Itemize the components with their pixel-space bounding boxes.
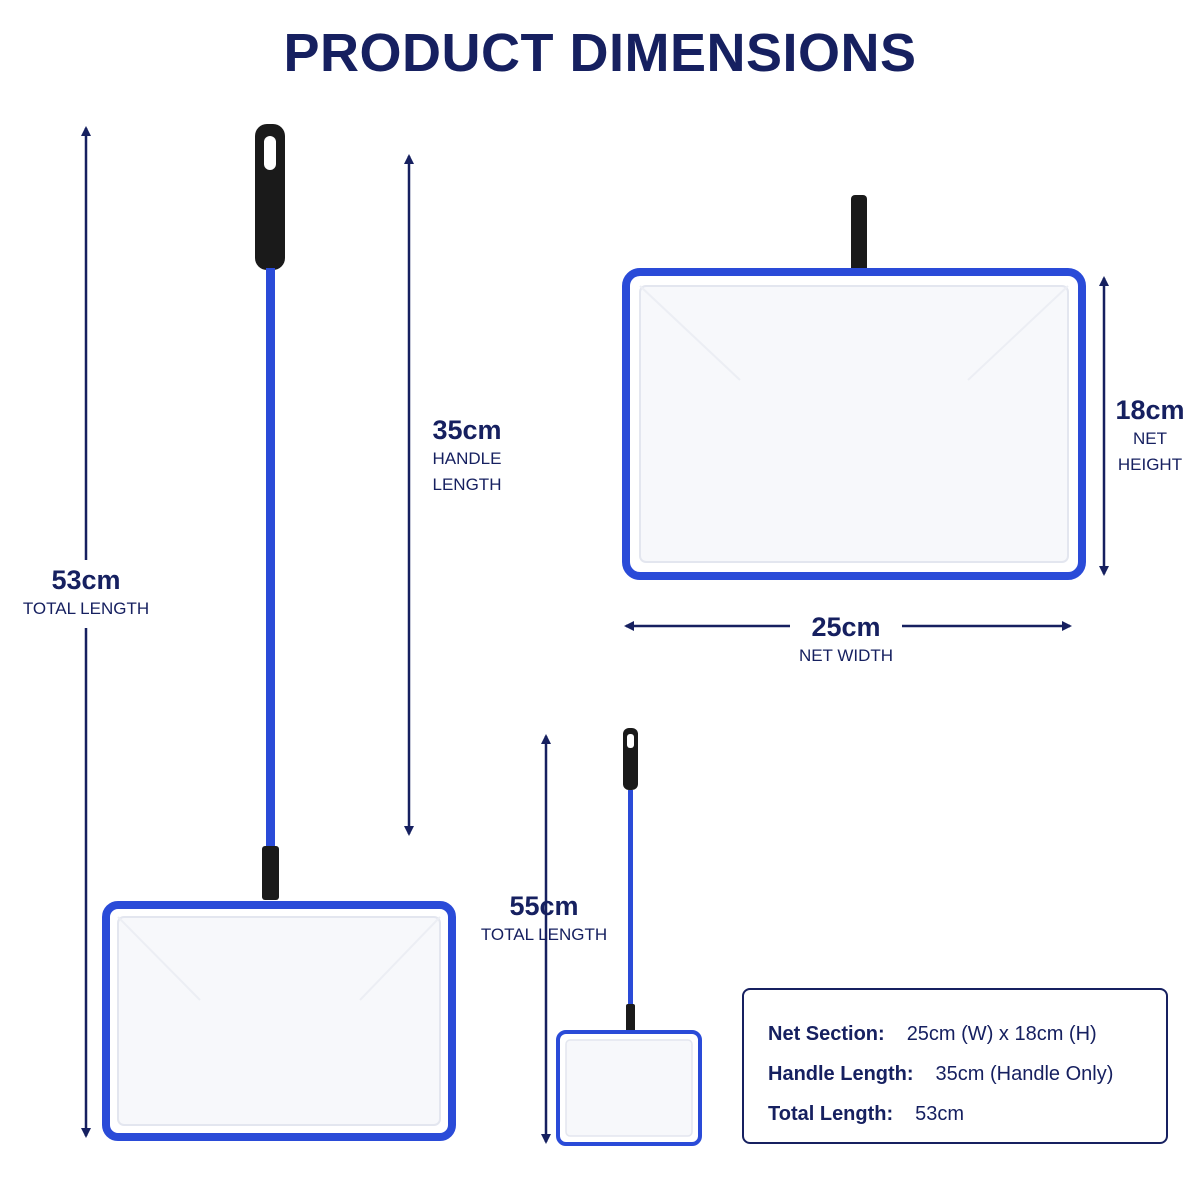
net-height-label-line1: NET xyxy=(1133,429,1167,448)
spec-net-section-key: Net Section: xyxy=(768,1023,885,1045)
spec-handle-length-value: 35cm (Handle Only) xyxy=(935,1063,1114,1085)
total-length-main-value: 53cm xyxy=(51,565,121,595)
handle-length-label-line1: HANDLE xyxy=(432,449,502,468)
net-small-vertical xyxy=(556,728,702,1146)
net-horizontal xyxy=(622,195,1086,580)
net-large-mesh xyxy=(117,916,441,1126)
spec-row-total-length: Total Length: 53cm xyxy=(768,1094,1166,1134)
dimension-net-height: 18cm NET HEIGHT xyxy=(1110,394,1190,478)
net-height-label-line2: HEIGHT xyxy=(1117,455,1183,474)
spec-total-length-value: 53cm xyxy=(915,1103,965,1125)
spec-row-net-section: Net Section: 25cm (W) x 18cm (H) xyxy=(768,1014,1166,1054)
spec-handle-length-key: Handle Length: xyxy=(768,1063,914,1085)
spec-net-section-value: 25cm (W) x 18cm (H) xyxy=(906,1023,1097,1045)
page-title: PRODUCT DIMENSIONS xyxy=(283,23,917,83)
dimension-total-length-main: 53cm TOTAL LENGTH xyxy=(0,564,172,622)
dimension-total-length-small: 55cm TOTAL LENGTH xyxy=(476,890,612,948)
specs-box: Net Section: 25cm (W) x 18cm (H) Handle L… xyxy=(742,988,1168,1144)
net-small-mesh xyxy=(565,1039,693,1137)
spec-total-length-key: Total Length: xyxy=(768,1103,894,1125)
net-large-grip-hole xyxy=(264,136,276,170)
total-length-small-value: 55cm xyxy=(509,891,579,921)
net-small-grip xyxy=(623,728,638,790)
net-horizontal-mesh xyxy=(639,285,1069,563)
handle-length-label-line2: LENGTH xyxy=(432,475,502,494)
net-large-collar xyxy=(262,846,279,900)
net-large-grip xyxy=(255,124,285,270)
net-height-value: 18cm xyxy=(1115,395,1185,425)
dimension-net-width: 25cm NET WIDTH xyxy=(776,611,916,669)
spec-row-handle-length: Handle Length: 35cm (Handle Only) xyxy=(768,1054,1166,1094)
total-length-small-label: TOTAL LENGTH xyxy=(480,925,608,944)
net-large-vertical xyxy=(102,124,456,1141)
net-large-pole xyxy=(266,268,275,852)
handle-length-value: 35cm xyxy=(432,415,502,445)
net-small-pole xyxy=(628,790,633,1008)
net-horizontal-grip xyxy=(851,195,867,273)
dimension-handle-length: 35cm HANDLE LENGTH xyxy=(412,414,522,498)
net-small-collar xyxy=(626,1004,635,1032)
net-width-value: 25cm xyxy=(811,612,881,642)
net-small-grip-hole xyxy=(627,734,634,748)
total-length-main-label: TOTAL LENGTH xyxy=(22,599,150,618)
net-width-label: NET WIDTH xyxy=(798,646,894,665)
